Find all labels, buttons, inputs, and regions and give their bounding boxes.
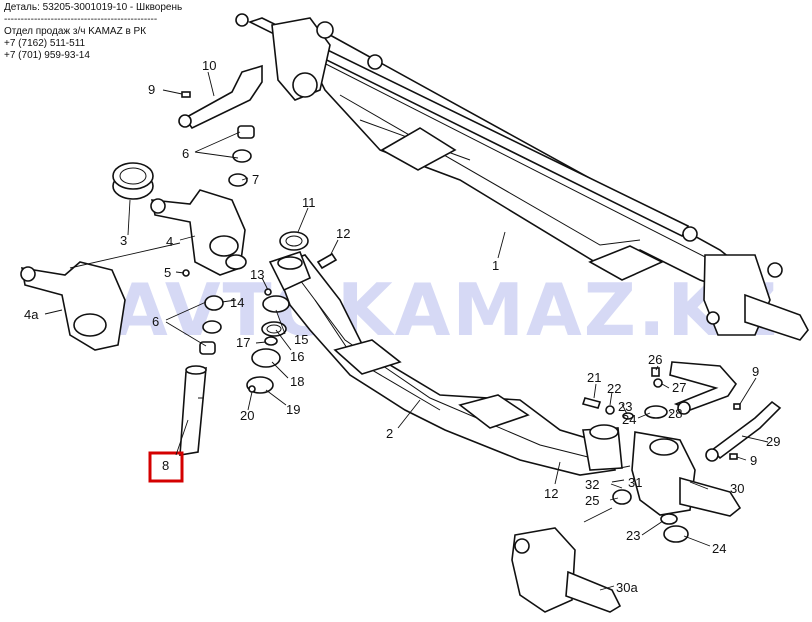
bearing-18 bbox=[251, 348, 281, 368]
kingpin bbox=[179, 365, 207, 456]
label-15[interactable]: 15 bbox=[294, 332, 308, 347]
upper-axle-beam bbox=[235, 13, 809, 341]
steering-knuckle-4a bbox=[20, 261, 126, 351]
label-6-upper[interactable]: 6 bbox=[182, 146, 189, 161]
label-11[interactable]: 11 bbox=[302, 195, 316, 210]
leader-lines bbox=[44, 71, 769, 591]
label-24-upper[interactable]: 24 bbox=[622, 412, 636, 427]
label-28[interactable]: 28 bbox=[668, 406, 682, 421]
label-22[interactable]: 22 bbox=[607, 381, 621, 396]
nut-6-upper bbox=[237, 125, 255, 139]
label-32[interactable]: 32 bbox=[585, 477, 599, 492]
bolt-21 bbox=[581, 397, 602, 409]
seal-11 bbox=[279, 231, 309, 251]
phone-2[interactable]: +7 (701) 959-93-14 bbox=[4, 50, 90, 61]
nut-22 bbox=[605, 405, 615, 415]
label-1[interactable]: 1 bbox=[492, 258, 499, 273]
label-30[interactable]: 30 bbox=[730, 481, 744, 496]
washer-23-upper bbox=[622, 412, 634, 420]
callout-labels: 9 10 6 7 3 4 5 4а 6 14 8 11 12 13 15 16 … bbox=[24, 58, 780, 595]
label-21[interactable]: 21 bbox=[587, 370, 601, 385]
lower-axle-beam bbox=[268, 250, 623, 476]
arm-28 bbox=[669, 361, 738, 415]
label-8-kingpin[interactable]: 8 bbox=[162, 458, 169, 473]
ring-16 bbox=[261, 321, 287, 337]
washer-6-lower bbox=[199, 320, 222, 355]
label-19[interactable]: 19 bbox=[286, 402, 300, 417]
label-23-upper[interactable]: 23 bbox=[618, 399, 632, 414]
label-2[interactable]: 2 bbox=[386, 426, 393, 441]
steering-knuckle-4 bbox=[150, 189, 247, 276]
ring-24-lower bbox=[663, 525, 689, 543]
steering-knuckle-30 bbox=[611, 431, 742, 517]
watermark-text: AVTOKAMAZ.KZ bbox=[112, 268, 779, 352]
sales-department: Отдел продаж з/ч KAMAZ в РК bbox=[4, 26, 147, 37]
label-13[interactable]: 13 bbox=[250, 267, 264, 282]
label-9-right-upper[interactable]: 9 bbox=[752, 364, 759, 379]
label-26[interactable]: 26 bbox=[648, 352, 662, 367]
label-27[interactable]: 27 bbox=[672, 380, 686, 395]
phone-1[interactable]: +7 (7162) 511-511 bbox=[4, 38, 86, 49]
label-23-lower[interactable]: 23 bbox=[626, 528, 640, 543]
label-7[interactable]: 7 bbox=[252, 172, 259, 187]
bolt-9-right bbox=[729, 403, 741, 460]
part-title: Деталь: 53205-3001019-10 - Шкворень bbox=[4, 2, 183, 13]
label-5[interactable]: 5 bbox=[164, 265, 171, 280]
steering-arm-left bbox=[178, 64, 263, 130]
label-10[interactable]: 10 bbox=[202, 58, 216, 73]
seal-15 bbox=[262, 295, 290, 313]
label-6-lower[interactable]: 6 bbox=[152, 314, 159, 329]
label-4[interactable]: 4 bbox=[166, 234, 173, 249]
label-14[interactable]: 14 bbox=[230, 295, 244, 310]
ring-23-lower bbox=[660, 513, 678, 525]
label-18[interactable]: 18 bbox=[290, 374, 304, 389]
label-3[interactable]: 3 bbox=[120, 233, 127, 248]
bolt-26 bbox=[651, 367, 660, 377]
label-31[interactable]: 31 bbox=[628, 475, 642, 490]
label-9-left[interactable]: 9 bbox=[148, 82, 155, 97]
label-25[interactable]: 25 bbox=[585, 493, 599, 508]
tie-rod-29 bbox=[705, 400, 782, 462]
label-29[interactable]: 29 bbox=[766, 434, 780, 449]
label-17[interactable]: 17 bbox=[236, 335, 250, 350]
washer-17 bbox=[264, 336, 278, 346]
washer-7-upper bbox=[228, 149, 252, 187]
bolt-9-left bbox=[181, 91, 191, 98]
nut-14 bbox=[204, 295, 224, 311]
label-30a[interactable]: 30а bbox=[616, 580, 638, 595]
label-24-lower[interactable]: 24 bbox=[712, 541, 726, 556]
nipple-20 bbox=[248, 385, 256, 393]
pin-12-upper bbox=[316, 252, 338, 270]
label-12-lower[interactable]: 12 bbox=[544, 486, 558, 501]
ring-24-upper bbox=[644, 405, 668, 419]
thrust-bearing bbox=[112, 162, 154, 200]
label-20[interactable]: 20 bbox=[240, 408, 254, 423]
kingpin-highlight-box bbox=[148, 451, 184, 483]
header-info: Деталь: 53205-3001019-10 - Шкворень ----… bbox=[4, 2, 182, 62]
label-16[interactable]: 16 bbox=[290, 349, 304, 364]
steering-knuckle-30a bbox=[511, 527, 622, 613]
label-4a[interactable]: 4а bbox=[24, 307, 39, 322]
label-9-right-lower[interactable]: 9 bbox=[750, 453, 757, 468]
header-separator: ----------------------------------------… bbox=[4, 14, 158, 25]
label-12-upper[interactable]: 12 bbox=[336, 226, 350, 241]
nut-27 bbox=[653, 378, 663, 388]
